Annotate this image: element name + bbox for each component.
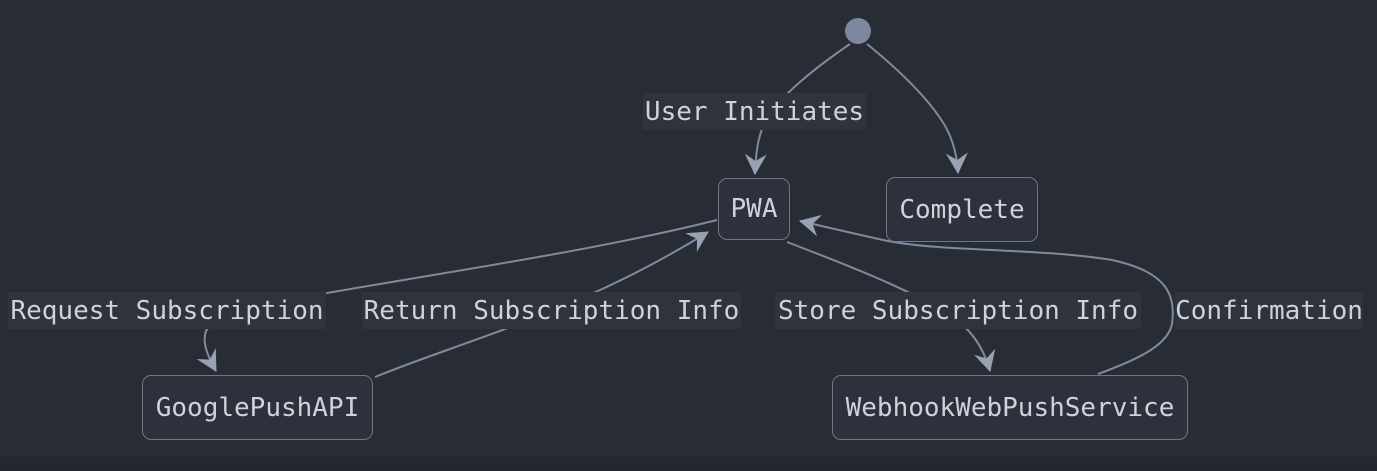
bottom-strip (0, 457, 1377, 471)
edge-label-return-subscription-info: Return Subscription Info (362, 292, 741, 329)
edge-label-user-initiates: User Initiates (643, 93, 866, 130)
state-node-webhookwebpushservice: WebhookWebPushService (832, 375, 1188, 440)
state-node-pwa: PWA (718, 178, 790, 240)
edge-label-store-subscription-info: Store Subscription Info (775, 292, 1141, 329)
edge-initial-to-complete (866, 43, 968, 174)
edge-webhook-to-pwa (799, 214, 1174, 375)
state-node-complete: Complete (886, 177, 1038, 242)
state-node-googlepushapi: GooglePushAPI (142, 375, 373, 440)
edge-label-confirmation: Confirmation (1175, 292, 1363, 329)
edge-label-request-subscription: Request Subscription (8, 292, 326, 329)
initial-state-icon (845, 18, 871, 44)
